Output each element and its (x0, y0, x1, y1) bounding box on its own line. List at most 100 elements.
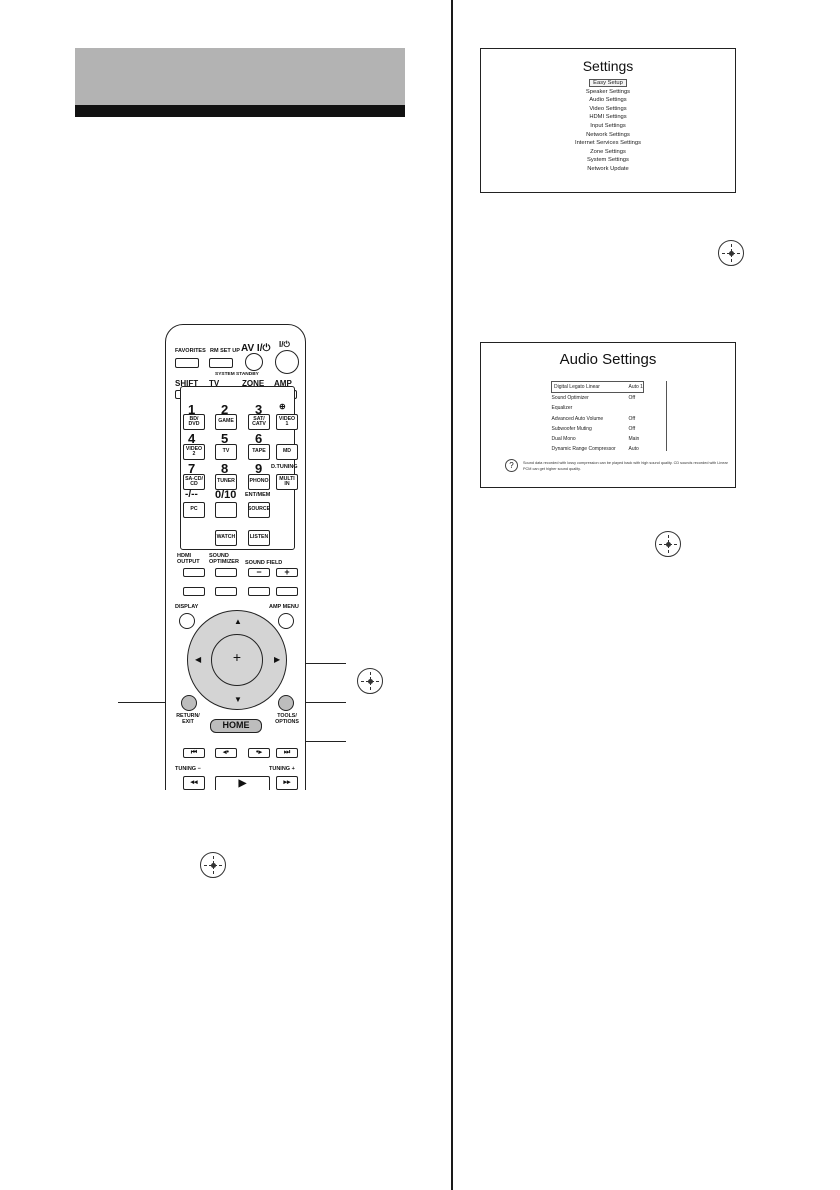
power-button[interactable] (275, 350, 299, 374)
bd-dvd-button[interactable]: BD/ DVD (183, 414, 205, 430)
settings-item[interactable]: Speaker Settings (585, 88, 631, 95)
red-button[interactable] (183, 587, 205, 596)
settings-item[interactable]: Easy Setup (481, 79, 735, 88)
digit-8-label: 8 (221, 461, 229, 476)
sound-field-plus-button[interactable]: + (276, 567, 298, 577)
video1-button[interactable]: VIDEO 1 (276, 414, 298, 430)
video2-button[interactable]: VIDEO 2 (183, 444, 205, 460)
play-button[interactable]: ▶ (215, 776, 270, 790)
fast-forward-button[interactable]: ▸▸ (276, 776, 298, 790)
digit-4-label: 4 (188, 431, 196, 446)
watch-button[interactable]: WATCH (215, 530, 237, 546)
source-button[interactable]: SOURCE (248, 502, 270, 518)
tools-callout-line (292, 702, 346, 703)
direction-pad[interactable]: ▲ ▼ ◀ ▶ (187, 610, 287, 710)
section-header-bar (75, 105, 405, 117)
tuner-button[interactable]: TUNER (215, 474, 237, 490)
hdmi-output-label: HDMI OUTPUT (177, 553, 200, 566)
tape-button[interactable]: TAPE (248, 444, 270, 460)
sacd-cd-button[interactable]: SA-CD/ CD (183, 474, 205, 490)
digit-6-label: 6 (255, 431, 263, 446)
listen-button[interactable]: LISTEN (248, 530, 270, 546)
settings-item[interactable]: Internet Services Settings (574, 140, 642, 147)
hdmi-output-button[interactable] (183, 568, 205, 577)
next-button[interactable]: ⏭ (276, 748, 298, 758)
tools-options-button[interactable] (278, 695, 294, 711)
digit-2-label: 2 (221, 402, 229, 417)
return-callout-line (118, 702, 190, 703)
replay-button[interactable]: ◂• (215, 748, 237, 758)
settings-item[interactable]: Input Settings (590, 122, 626, 129)
ent-mem-label: ENT/MEM (245, 492, 271, 498)
digit-0-label: 0/10 (215, 489, 237, 501)
settings-item[interactable]: Audio Settings (589, 97, 627, 104)
remote-control: FAVORITES RM SET UP AV I/⏻ I/⏻ SYSTEM ST… (165, 324, 306, 790)
scrollbar[interactable] (666, 381, 667, 451)
settings-item[interactable]: Zone Settings (590, 148, 626, 155)
settings-title: Settings (582, 58, 634, 74)
settings-item[interactable]: HDMI Settings (589, 114, 627, 121)
blue-button[interactable] (276, 587, 298, 596)
settings-item[interactable]: System Settings (587, 157, 629, 164)
digit-0-button[interactable] (215, 502, 237, 518)
settings-item[interactable]: Video Settings (589, 105, 627, 112)
input-panel (180, 386, 295, 550)
sound-field-label: SOUND FIELD (245, 560, 283, 566)
sat-catv-button[interactable]: SAT/ CATV (248, 414, 270, 430)
rewind-button[interactable]: ◂◂ (183, 776, 205, 790)
rm-setup-label: RM SET UP (210, 348, 240, 354)
md-button[interactable]: MD (276, 444, 298, 460)
column-divider (451, 0, 453, 1190)
digit-1-label: 1 (188, 402, 196, 417)
av-power-label: AV I/⏻ (241, 343, 271, 354)
home-button[interactable]: HOME (210, 719, 262, 733)
enter-icon (655, 531, 681, 557)
digit-9-label: 9 (255, 461, 263, 476)
amp-menu-button[interactable] (278, 613, 294, 629)
yellow-button[interactable] (248, 587, 270, 596)
previous-button[interactable]: ⏮ (183, 748, 205, 758)
up-arrow-icon[interactable]: ▲ (234, 617, 242, 626)
av-power-button[interactable] (245, 353, 263, 371)
pc-button[interactable]: PC (183, 502, 205, 518)
digit-5-label: 5 (221, 431, 229, 446)
enter-icon (718, 240, 744, 266)
multi-in-button[interactable]: MULTI IN (276, 474, 298, 490)
tools-options-label: TOOLS/ OPTIONS (275, 713, 299, 726)
section-header-box (75, 48, 405, 105)
settings-item[interactable]: Network Update (587, 165, 629, 172)
settings-item[interactable]: Network Settings (586, 131, 630, 138)
d-tuning-label: D.TUNING (271, 464, 298, 470)
display-button[interactable] (179, 613, 195, 629)
sound-optimizer-button[interactable] (215, 568, 237, 577)
audio-row[interactable]: Equalizer (551, 405, 573, 412)
audio-settings-title: Audio Settings (559, 351, 657, 368)
game-button[interactable]: GAME (215, 414, 237, 430)
return-exit-button[interactable] (181, 695, 197, 711)
rm-setup-button[interactable] (209, 358, 233, 368)
enter-button[interactable] (211, 634, 263, 686)
tv-input-button[interactable]: TV (215, 444, 237, 460)
green-button[interactable] (215, 587, 237, 596)
power-label: I/⏻ (279, 340, 290, 349)
right-arrow-icon[interactable]: ▶ (274, 655, 281, 664)
sound-optimizer-label: SOUND OPTIMIZER (209, 553, 239, 566)
favorites-button[interactable] (175, 358, 199, 368)
left-arrow-icon[interactable]: ◀ (195, 655, 202, 664)
amp-menu-label: AMP MENU (269, 604, 299, 610)
phono-button[interactable]: PHONO (248, 474, 270, 490)
amp-label: AMP (274, 379, 292, 388)
settings-menu-screen: Settings Easy Setup Speaker Settings Aud… (480, 48, 736, 193)
sound-field-minus-button[interactable]: − (248, 567, 270, 577)
down-arrow-icon[interactable]: ▼ (234, 695, 242, 704)
tv-label: TV (209, 379, 220, 388)
advance-button[interactable]: •▸ (248, 748, 270, 758)
